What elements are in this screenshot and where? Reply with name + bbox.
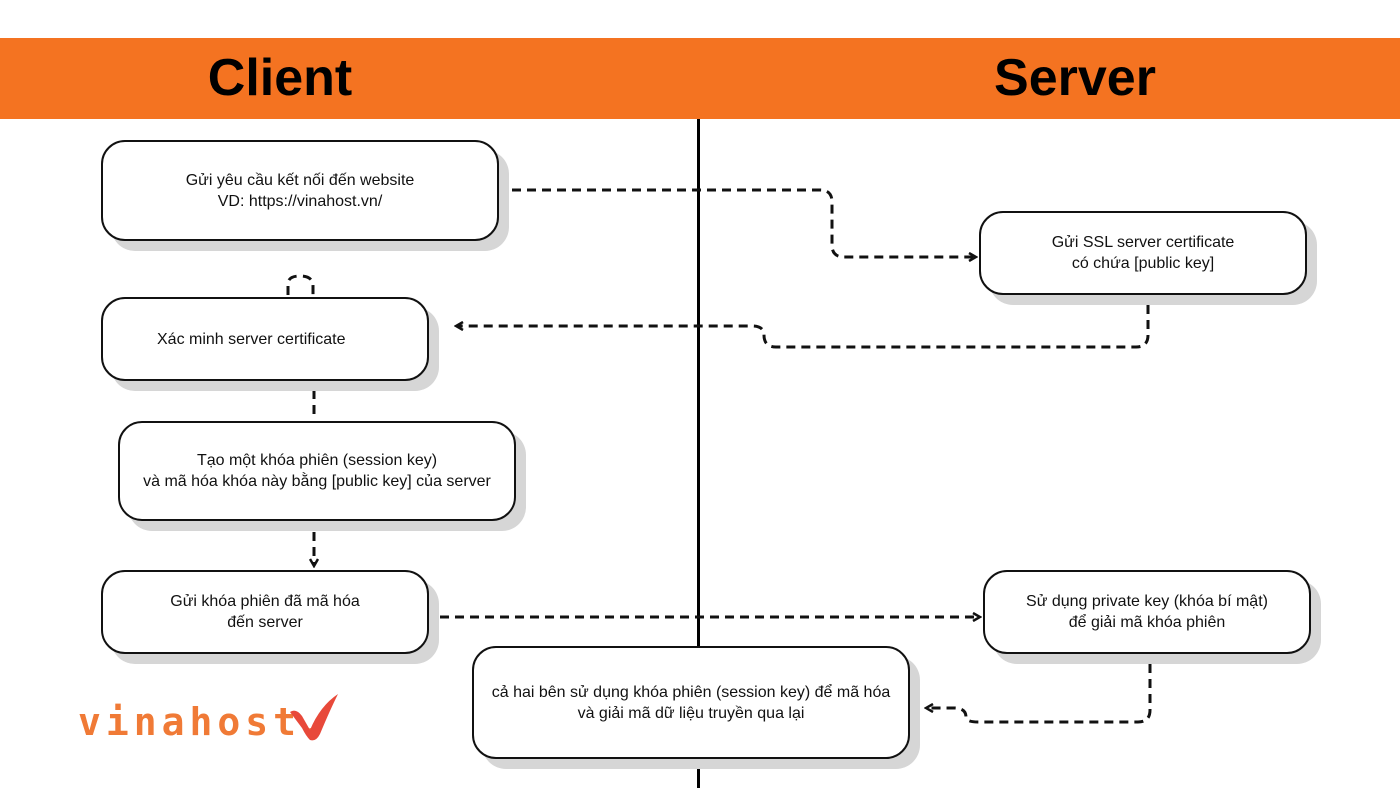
connector-ssl-to-verify xyxy=(456,305,1150,349)
step-create-session-key: Tạo một khóa phiên (session key) và mã h… xyxy=(118,421,516,521)
client-header: Client xyxy=(207,49,353,107)
step-private-line2: để giải mã khóa phiên xyxy=(1068,614,1226,631)
step-both-line2: và giải mã dữ liệu truyền qua lại xyxy=(577,704,805,722)
server-header: Server xyxy=(994,49,1156,107)
step-decrypt-with-private-key: Sử dụng private key (khóa bí mật) để giả… xyxy=(983,570,1311,654)
step-both-use-session-key: cả hai bên sử dụng khóa phiên (session k… xyxy=(472,646,910,759)
step-send-line2: đến server xyxy=(227,614,303,631)
step-ssl-line1: Gửi SSL server certificate xyxy=(1051,234,1235,251)
connector-connect-to-ssl xyxy=(512,188,976,257)
client-server-divider xyxy=(697,119,700,788)
step-connect-line1: Gửi yêu cầu kết nối đến website xyxy=(185,171,415,189)
logo-wordmark: vinahost. xyxy=(78,700,329,744)
step-send-line1: Gửi khóa phiên đã mã hóa xyxy=(170,593,360,610)
step-send-ssl-certificate: Gửi SSL server certificate có chứa [publ… xyxy=(979,211,1307,295)
checkmark-icon xyxy=(290,694,338,741)
connector-verify-loop xyxy=(286,274,315,295)
step-private-line1: Sử dụng private key (khóa bí mật) xyxy=(1026,593,1268,610)
step-both-line1: cả hai bên sử dụng khóa phiên (session k… xyxy=(491,683,891,701)
step-verify-certificate: Xác minh server certificate xyxy=(101,297,429,381)
step-session-line1: Tạo một khóa phiên (session key) xyxy=(196,452,438,469)
vinahost-logo: vinahost. xyxy=(78,688,348,752)
step-session-line2: và mã hóa khóa này bằng [public key] của… xyxy=(143,473,491,490)
connector-private-to-both xyxy=(926,664,1152,724)
step-connect-request: Gửi yêu cầu kết nối đến website VD: http… xyxy=(101,140,499,241)
step-ssl-line2: có chứa [public key] xyxy=(1071,255,1215,272)
step-send-encrypted-key: Gửi khóa phiên đã mã hóa đến server xyxy=(101,570,429,654)
step-verify-line1: Xác minh server certificate xyxy=(157,330,346,348)
step-connect-line2: VD: https://vinahost.vn/ xyxy=(217,192,383,210)
header-banner: Client Server xyxy=(0,38,1400,119)
